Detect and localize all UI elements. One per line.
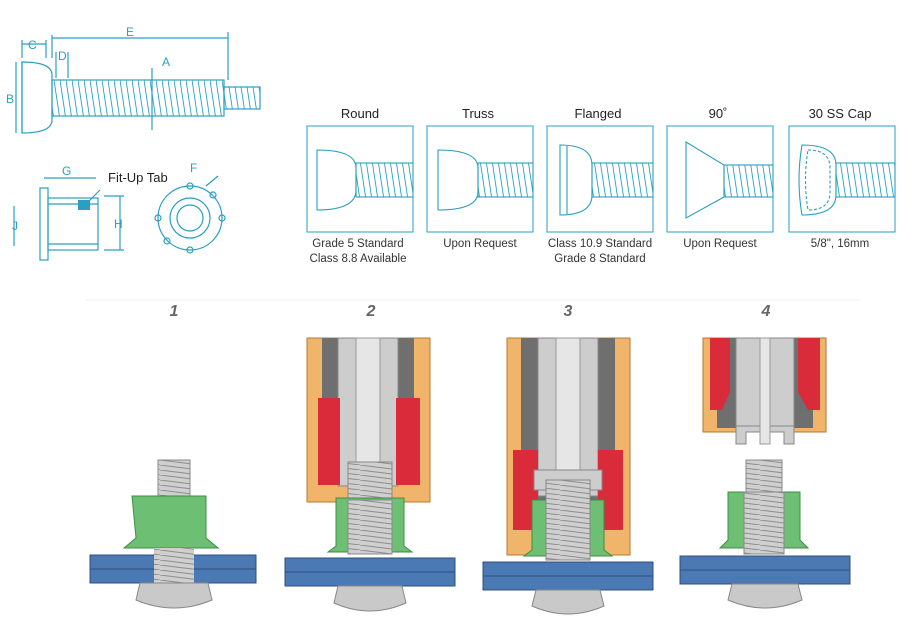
head-styles-row: Round Grade 5 Standard Class 8.8 Availab… xyxy=(306,106,896,265)
head-truss-caption-1: Upon Request xyxy=(443,238,517,250)
step-1-illustration xyxy=(89,459,257,609)
collar-end-view xyxy=(154,175,226,254)
head-truss-title: Truss xyxy=(462,106,495,121)
bolt-dimension-drawing xyxy=(15,32,261,134)
dim-a-label: A xyxy=(162,55,170,69)
head-ss-cap-caption-1: 5/8", 16mm xyxy=(811,238,869,250)
dim-b-label: B xyxy=(6,92,14,106)
dim-e-label: E xyxy=(126,25,134,39)
fit-up-tab-marker xyxy=(78,200,90,210)
head-ss-cap-title: 30 SS Cap xyxy=(809,106,872,121)
head-90-caption-1: Upon Request xyxy=(683,238,757,250)
head-round-caption-2: Class 8.8 Available xyxy=(310,253,407,265)
dim-c-label: C xyxy=(28,38,37,52)
step-number-4: 4 xyxy=(761,303,771,320)
dim-h-label: H xyxy=(114,217,123,231)
step-4-illustration xyxy=(679,337,851,609)
dim-f-label: F xyxy=(190,161,197,175)
countersunk-head-icon xyxy=(685,141,774,219)
fit-up-tab-label: Fit-Up Tab xyxy=(108,170,168,185)
head-flanged-caption-1: Class 10.9 Standard xyxy=(548,238,652,250)
head-round-title: Round xyxy=(341,106,379,121)
bolt-head xyxy=(135,582,213,609)
step-number-3: 3 xyxy=(564,303,573,320)
head-round-caption-1: Grade 5 Standard xyxy=(312,238,403,250)
ss-cap-head-icon xyxy=(798,144,896,216)
step-number-2: 2 xyxy=(366,303,376,320)
round-head-icon xyxy=(316,149,414,211)
dim-d-label: D xyxy=(58,49,67,63)
collar-side-view xyxy=(13,177,124,261)
dim-j-label: J xyxy=(12,219,18,233)
head-flanged-title: Flanged xyxy=(575,106,622,121)
step-2-illustration xyxy=(284,337,456,612)
head-90-title: 90˚ xyxy=(709,106,728,121)
flanged-head-icon xyxy=(559,144,654,216)
head-flanged-caption-2: Grade 8 Standard xyxy=(554,253,645,265)
dim-g-label: G xyxy=(62,164,71,178)
pin-tail xyxy=(157,459,191,497)
step-number-1: 1 xyxy=(170,303,179,320)
truss-head-icon xyxy=(437,149,534,211)
step-3-illustration xyxy=(482,337,654,615)
